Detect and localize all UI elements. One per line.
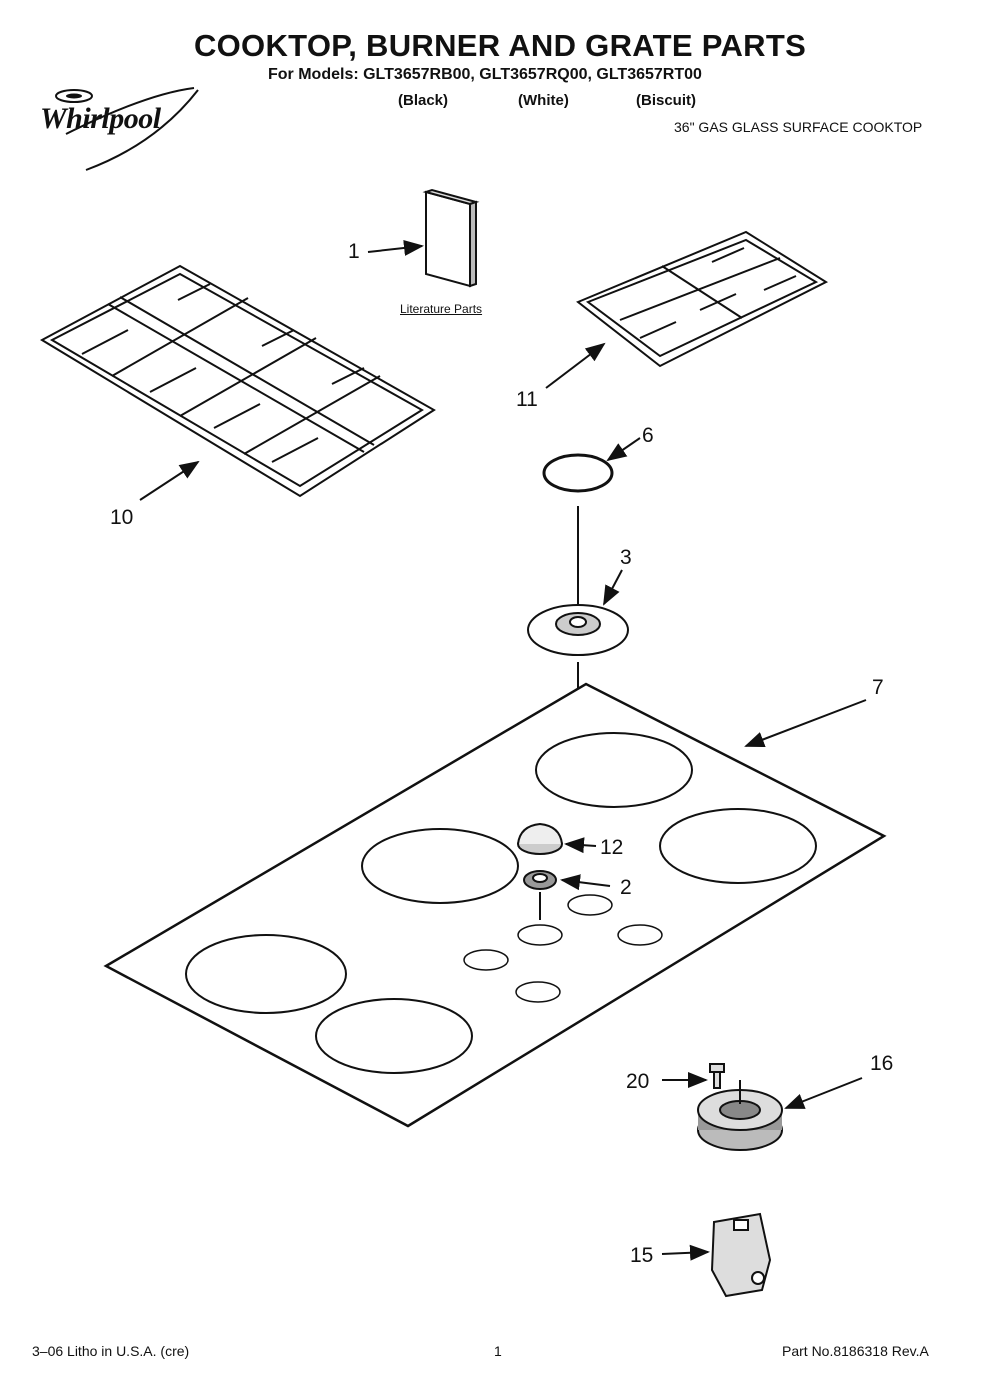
burner-opening-left (185, 934, 347, 1014)
large-grate (39, 264, 436, 498)
callout-12-arrow (564, 837, 597, 854)
burner-opening-front (315, 998, 473, 1074)
callout-16-arrow (784, 1077, 863, 1109)
burner-opening-center (361, 828, 519, 904)
callout-3: 3 (620, 546, 632, 569)
burner-assembly (697, 1080, 783, 1151)
color-biscuit: (Biscuit) (636, 92, 696, 109)
literature-parts-label: Literature Parts (400, 302, 483, 316)
callout-10-arrow (139, 460, 200, 501)
color-black: (Black) (398, 92, 449, 109)
callout-15: 15 (630, 1244, 654, 1267)
burner-base (527, 604, 629, 656)
callout-1: 1 (348, 240, 360, 263)
callout-2-arrow (560, 874, 611, 891)
callout-2: 2 (620, 876, 632, 899)
callout-6-arrow (606, 437, 641, 462)
callout-6: 6 (642, 424, 654, 447)
callout-3-arrow (603, 569, 623, 606)
control-markings (463, 894, 663, 1003)
orifice-holder (710, 1212, 772, 1298)
callout-16: 16 (870, 1052, 894, 1075)
callout-7-arrow (744, 699, 867, 748)
burner-cap (542, 453, 614, 493)
callout-7: 7 (872, 676, 884, 699)
whirlpool-logo (55, 87, 199, 171)
burner-opening-right (659, 808, 817, 884)
screw (709, 1063, 725, 1089)
callout-1-arrow (367, 240, 424, 256)
small-grate (576, 230, 829, 368)
control-knob (517, 822, 563, 855)
footer-part-number: Part No.8186318 Rev.A (782, 1343, 929, 1359)
callout-20: 20 (626, 1070, 650, 1093)
color-white: (White) (518, 92, 569, 109)
callout-12: 12 (600, 836, 624, 859)
whirlpool-logo-text: Whirlpool (40, 102, 161, 135)
page-title: COOKTOP, BURNER AND GRATE PARTS (193, 28, 807, 63)
footer-litho: 3–06 Litho in U.S.A. (cre) (32, 1343, 190, 1359)
callout-10: 10 (110, 506, 134, 529)
burner-opening-rear-right (535, 732, 693, 808)
callout-15-arrow (661, 1244, 710, 1261)
knob-seal (523, 870, 557, 890)
callout-11-arrow (545, 342, 606, 389)
model-numbers: For Models: GLT3657RB00, GLT3657RQ00, GL… (268, 66, 702, 83)
literature-booklet (422, 188, 480, 288)
glass-cooktop (103, 682, 887, 1128)
product-subtitle: 36" GAS GLASS SURFACE COOKTOP (674, 119, 923, 135)
footer-page-number: 1 (494, 1343, 502, 1359)
callout-11: 11 (516, 388, 538, 411)
